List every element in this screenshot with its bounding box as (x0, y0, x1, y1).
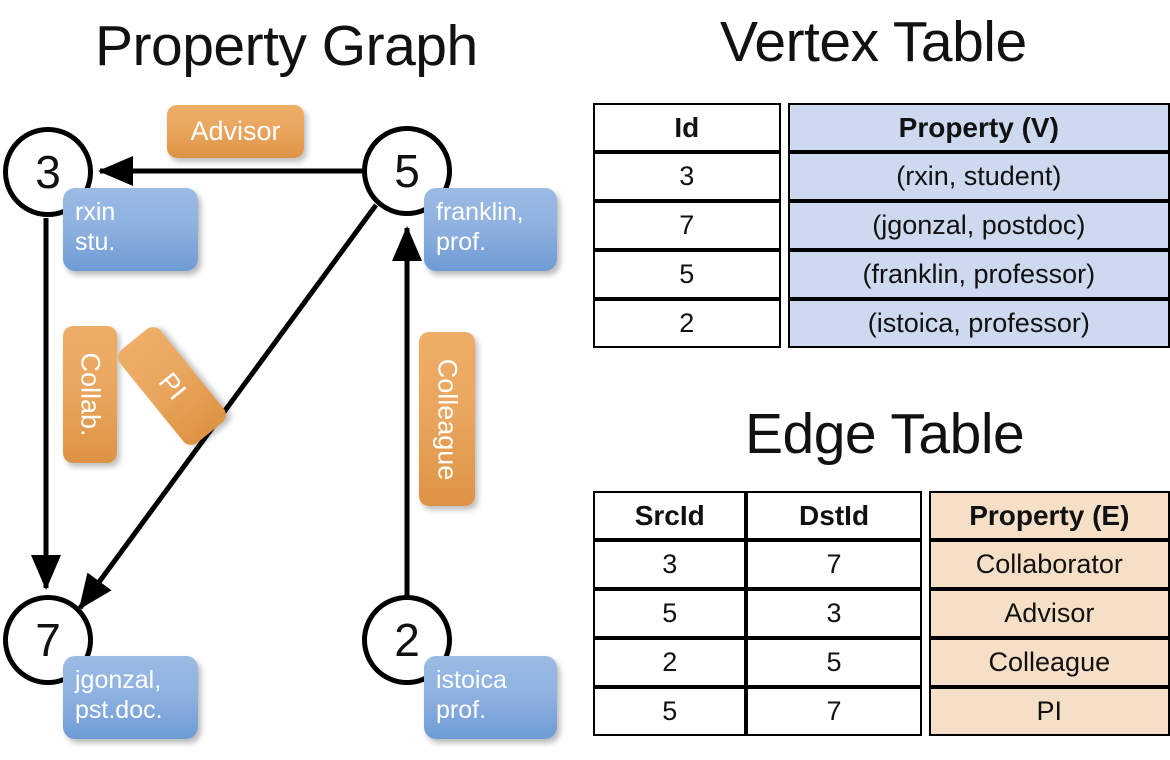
edge-cell-srcid: 5 (593, 589, 747, 638)
edge-cell-property: Colleague (928, 638, 1170, 687)
vertex-cell-id: 3 (593, 152, 781, 201)
graph-node-5-label: 5 (394, 145, 420, 197)
edge-cell-srcid: 2 (593, 638, 747, 687)
table-row: 3 (rxin, student) (593, 152, 1170, 201)
table-row: 2 (istoica, professor) (593, 299, 1170, 348)
edge-cell-dstid: 3 (746, 589, 922, 638)
vertex-cell-property: (jgonzal, postdoc) (787, 201, 1170, 250)
vertex-property-box-7: jgonzal, pst.doc. (63, 656, 198, 739)
vertex-property-line2: prof. (436, 227, 487, 256)
edge-cell-srcid: 3 (593, 540, 747, 589)
vertex-property-box-2: istoica prof. (424, 656, 557, 739)
edge-label-advisor-text: Advisor (190, 116, 281, 146)
vertex-property-box-3: rxin stu. (63, 188, 198, 271)
edge-cell-dstid: 7 (746, 540, 922, 589)
edge-header-srcid: SrcId (593, 491, 747, 540)
table-row: 5 7 PI (593, 687, 1170, 736)
page-title-vertex-table: Vertex Table (720, 10, 1027, 74)
edge-table: SrcId DstId Property (E) 3 7 Collaborato… (593, 491, 1170, 736)
vertex-cell-property: (istoica, professor) (787, 299, 1170, 348)
page-title-property-graph: Property Graph (95, 14, 478, 78)
vertex-cell-property: (franklin, professor) (787, 250, 1170, 299)
table-header-row: SrcId DstId Property (E) (593, 491, 1170, 540)
property-graph-edges (31, 156, 422, 610)
graph-node-2-label: 2 (394, 614, 420, 666)
vertex-property-line1: jgonzal, (75, 666, 162, 694)
vertex-cell-id: 2 (593, 299, 781, 348)
vertex-cell-property: (rxin, student) (787, 152, 1170, 201)
graph-node-2[interactable] (362, 595, 452, 685)
column-gap (781, 299, 788, 348)
edge-cell-property: Collaborator (928, 540, 1170, 589)
edge-label-collaborator: Collab. (63, 326, 117, 463)
edge-5-to-7-pi (77, 203, 379, 610)
graph-node-5[interactable] (362, 126, 452, 216)
edge-label-pi-text: PI (152, 366, 193, 406)
table-row: 5 (franklin, professor) (593, 250, 1170, 299)
edge-cell-property: Advisor (928, 589, 1170, 638)
vertex-property-box-5: franklin, prof. (424, 188, 557, 271)
vertex-cell-id: 7 (593, 201, 781, 250)
edge-label-colleague-text: Colleague (432, 358, 463, 480)
edge-header-dstid: DstId (746, 491, 922, 540)
table-row: 7 (jgonzal, postdoc) (593, 201, 1170, 250)
vertex-property-line2: stu. (75, 227, 116, 256)
graph-node-7-label: 7 (35, 614, 61, 666)
edge-cell-property: PI (928, 687, 1170, 736)
edge-label-advisor: Advisor (167, 105, 304, 158)
vertex-property-line1: istoica (436, 666, 507, 694)
column-gap (781, 250, 788, 299)
column-gap (922, 540, 929, 589)
edge-cell-srcid: 5 (593, 687, 747, 736)
edge-header-property: Property (E) (928, 491, 1170, 540)
edge-cell-dstid: 5 (746, 638, 922, 687)
column-gap (922, 638, 929, 687)
page-title-edge-table: Edge Table (745, 402, 1025, 466)
edge-cell-dstid: 7 (746, 687, 922, 736)
vertex-property-line1: franklin, (436, 198, 524, 226)
vertex-header-property: Property (V) (787, 103, 1170, 152)
vertex-property-line2: pst.doc. (75, 695, 163, 724)
vertex-property-line1: rxin (75, 198, 116, 226)
column-gap (922, 687, 929, 736)
column-gap (922, 589, 929, 638)
edge-label-collaborator-text: Collab. (75, 352, 106, 437)
vertex-header-id: Id (593, 103, 781, 152)
vertex-property-line2: prof. (436, 695, 487, 724)
graph-node-3-label: 3 (35, 146, 61, 198)
column-gap (781, 201, 788, 250)
table-row: 3 7 Collaborator (593, 540, 1170, 589)
vertex-cell-id: 5 (593, 250, 781, 299)
vertex-table: Id Property (V) 3 (rxin, student) 7 (jgo… (593, 103, 1170, 348)
column-gap (922, 491, 929, 540)
table-header-row: Id Property (V) (593, 103, 1170, 152)
column-gap (781, 103, 788, 152)
column-gap (781, 152, 788, 201)
table-row: 2 5 Colleague (593, 638, 1170, 687)
edge-label-colleague: Colleague (419, 332, 475, 506)
table-row: 5 3 Advisor (593, 589, 1170, 638)
